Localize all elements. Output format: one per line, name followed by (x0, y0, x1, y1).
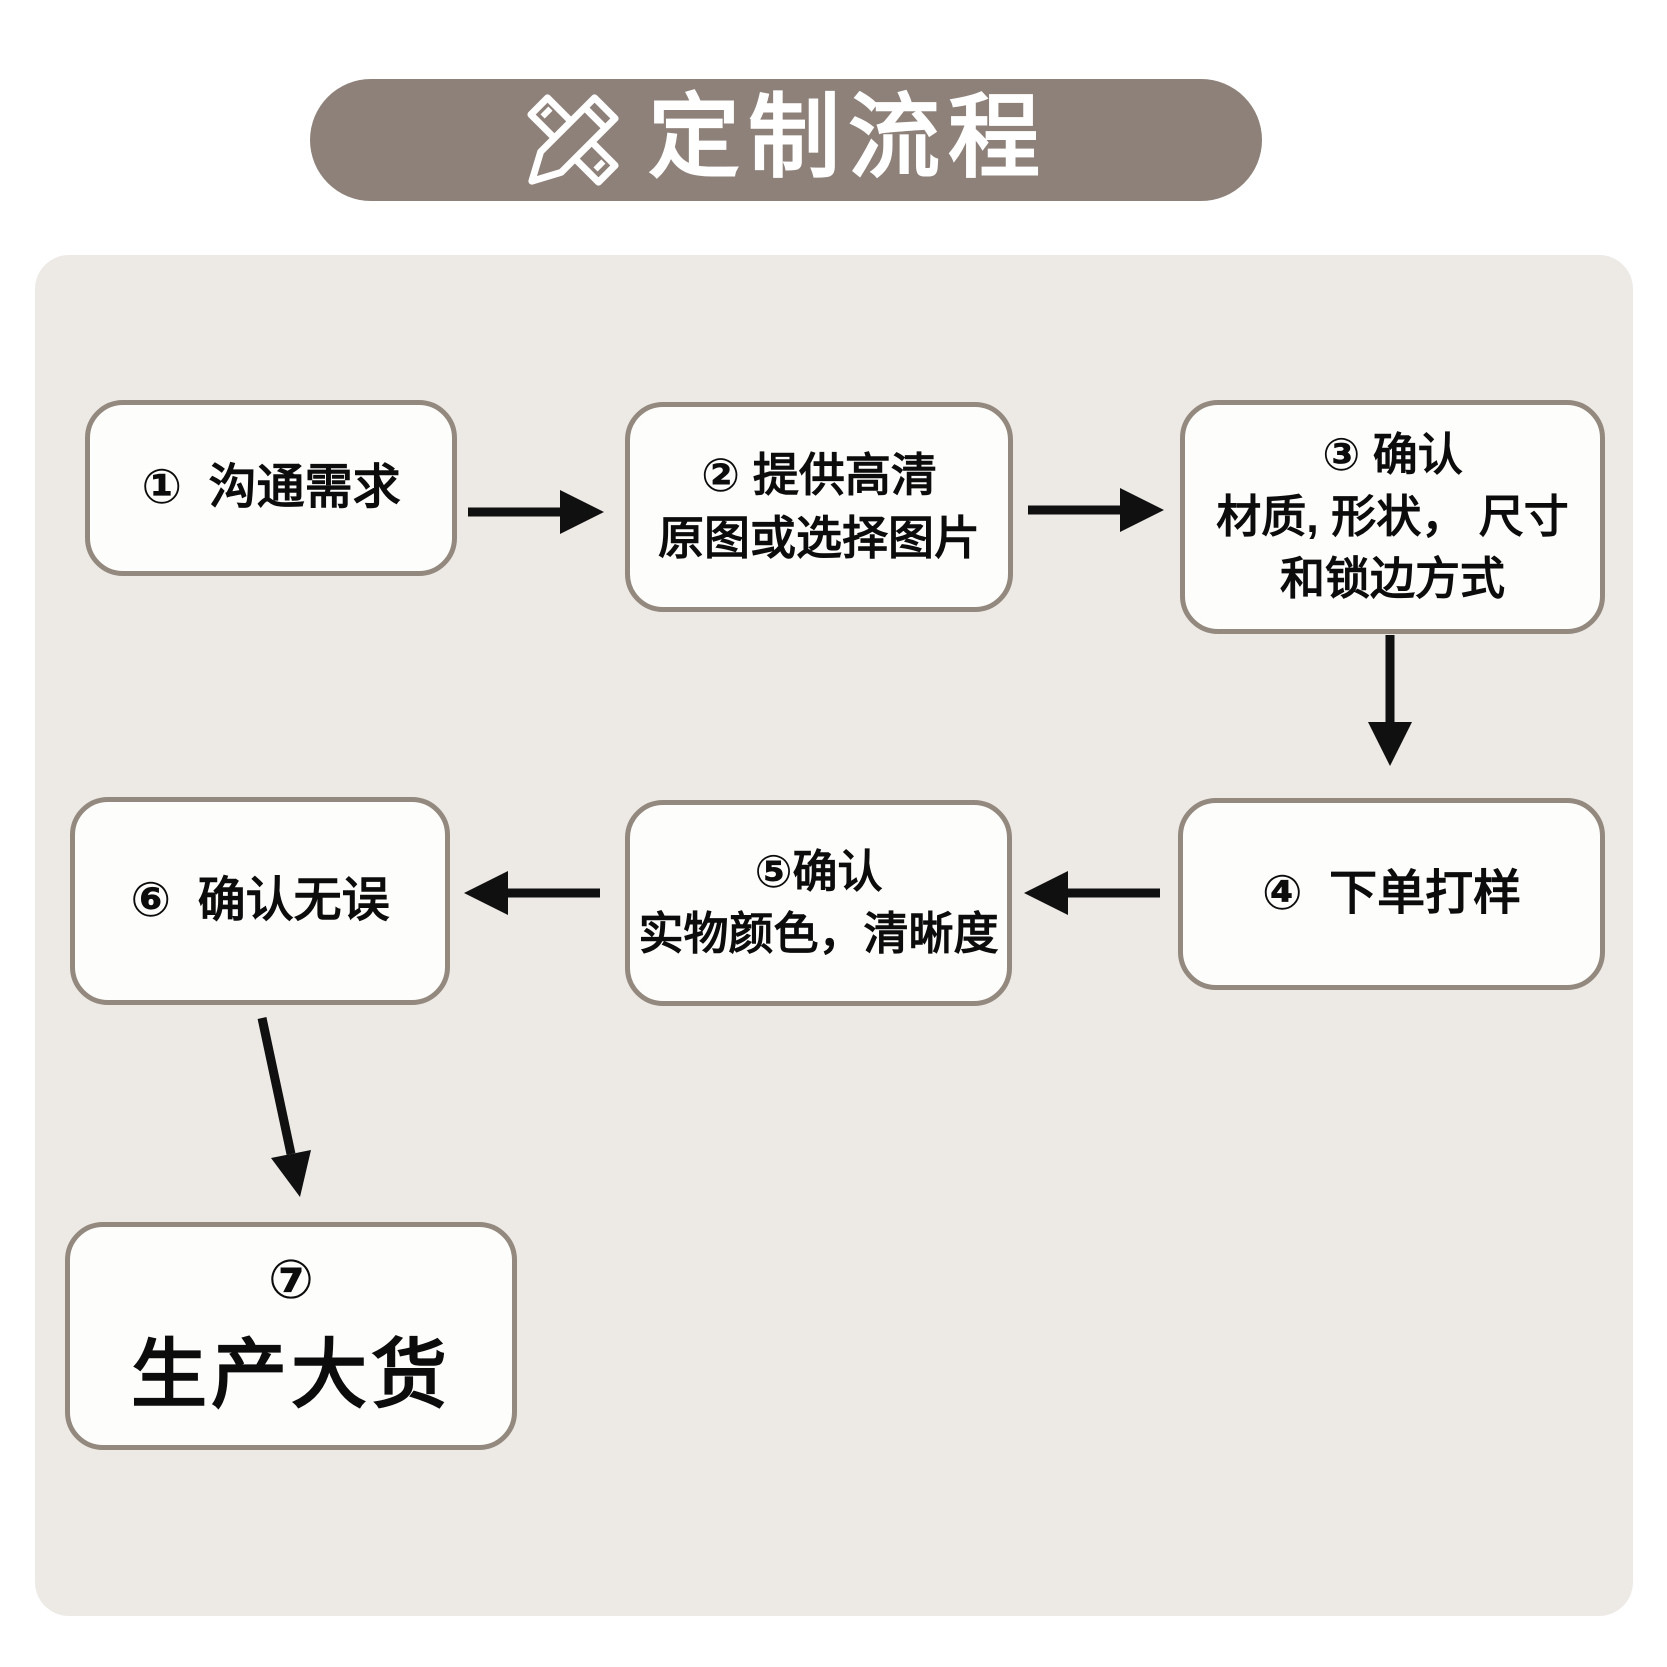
step-label: 和锁边方式 (1279, 553, 1505, 605)
flow-step-6: ⑥ 确认无误 (70, 797, 450, 1005)
step-label: ① 沟通需求 (141, 460, 401, 514)
flow-step-3: ③ 确认 材质, 形状， 尺寸 和锁边方式 (1180, 400, 1605, 634)
title-banner: 定制流程 (310, 79, 1262, 201)
step-label: ⑥ 确认无误 (130, 873, 390, 927)
step-label: 生产大货 (131, 1332, 451, 1418)
step-label: ③ 确认 (1322, 428, 1463, 480)
flow-step-1: ① 沟通需求 (85, 400, 457, 576)
flow-step-4: ④ 下单打样 (1178, 798, 1605, 990)
step-number: ⑦ (268, 1250, 314, 1311)
flow-step-2: ② 提供高清 原图或选择图片 (625, 402, 1013, 612)
step-label: ② 提供高清 (701, 448, 937, 501)
flow-step-5: ⑤确认 实物颜色，清晰度 (625, 800, 1012, 1006)
step-label: ⑤确认 (754, 845, 883, 897)
step-label: 原图或选择图片 (658, 512, 980, 564)
page-title: 定制流程 (647, 87, 1048, 189)
step-label: 实物颜色，清晰度 (638, 908, 999, 959)
flow-step-7: ⑦ 生产大货 (65, 1222, 517, 1450)
step-label: ④ 下单打样 (1261, 866, 1522, 920)
step-label: 材质, 形状， 尺寸 (1216, 490, 1569, 542)
pencil-ruler-icon (527, 94, 619, 186)
